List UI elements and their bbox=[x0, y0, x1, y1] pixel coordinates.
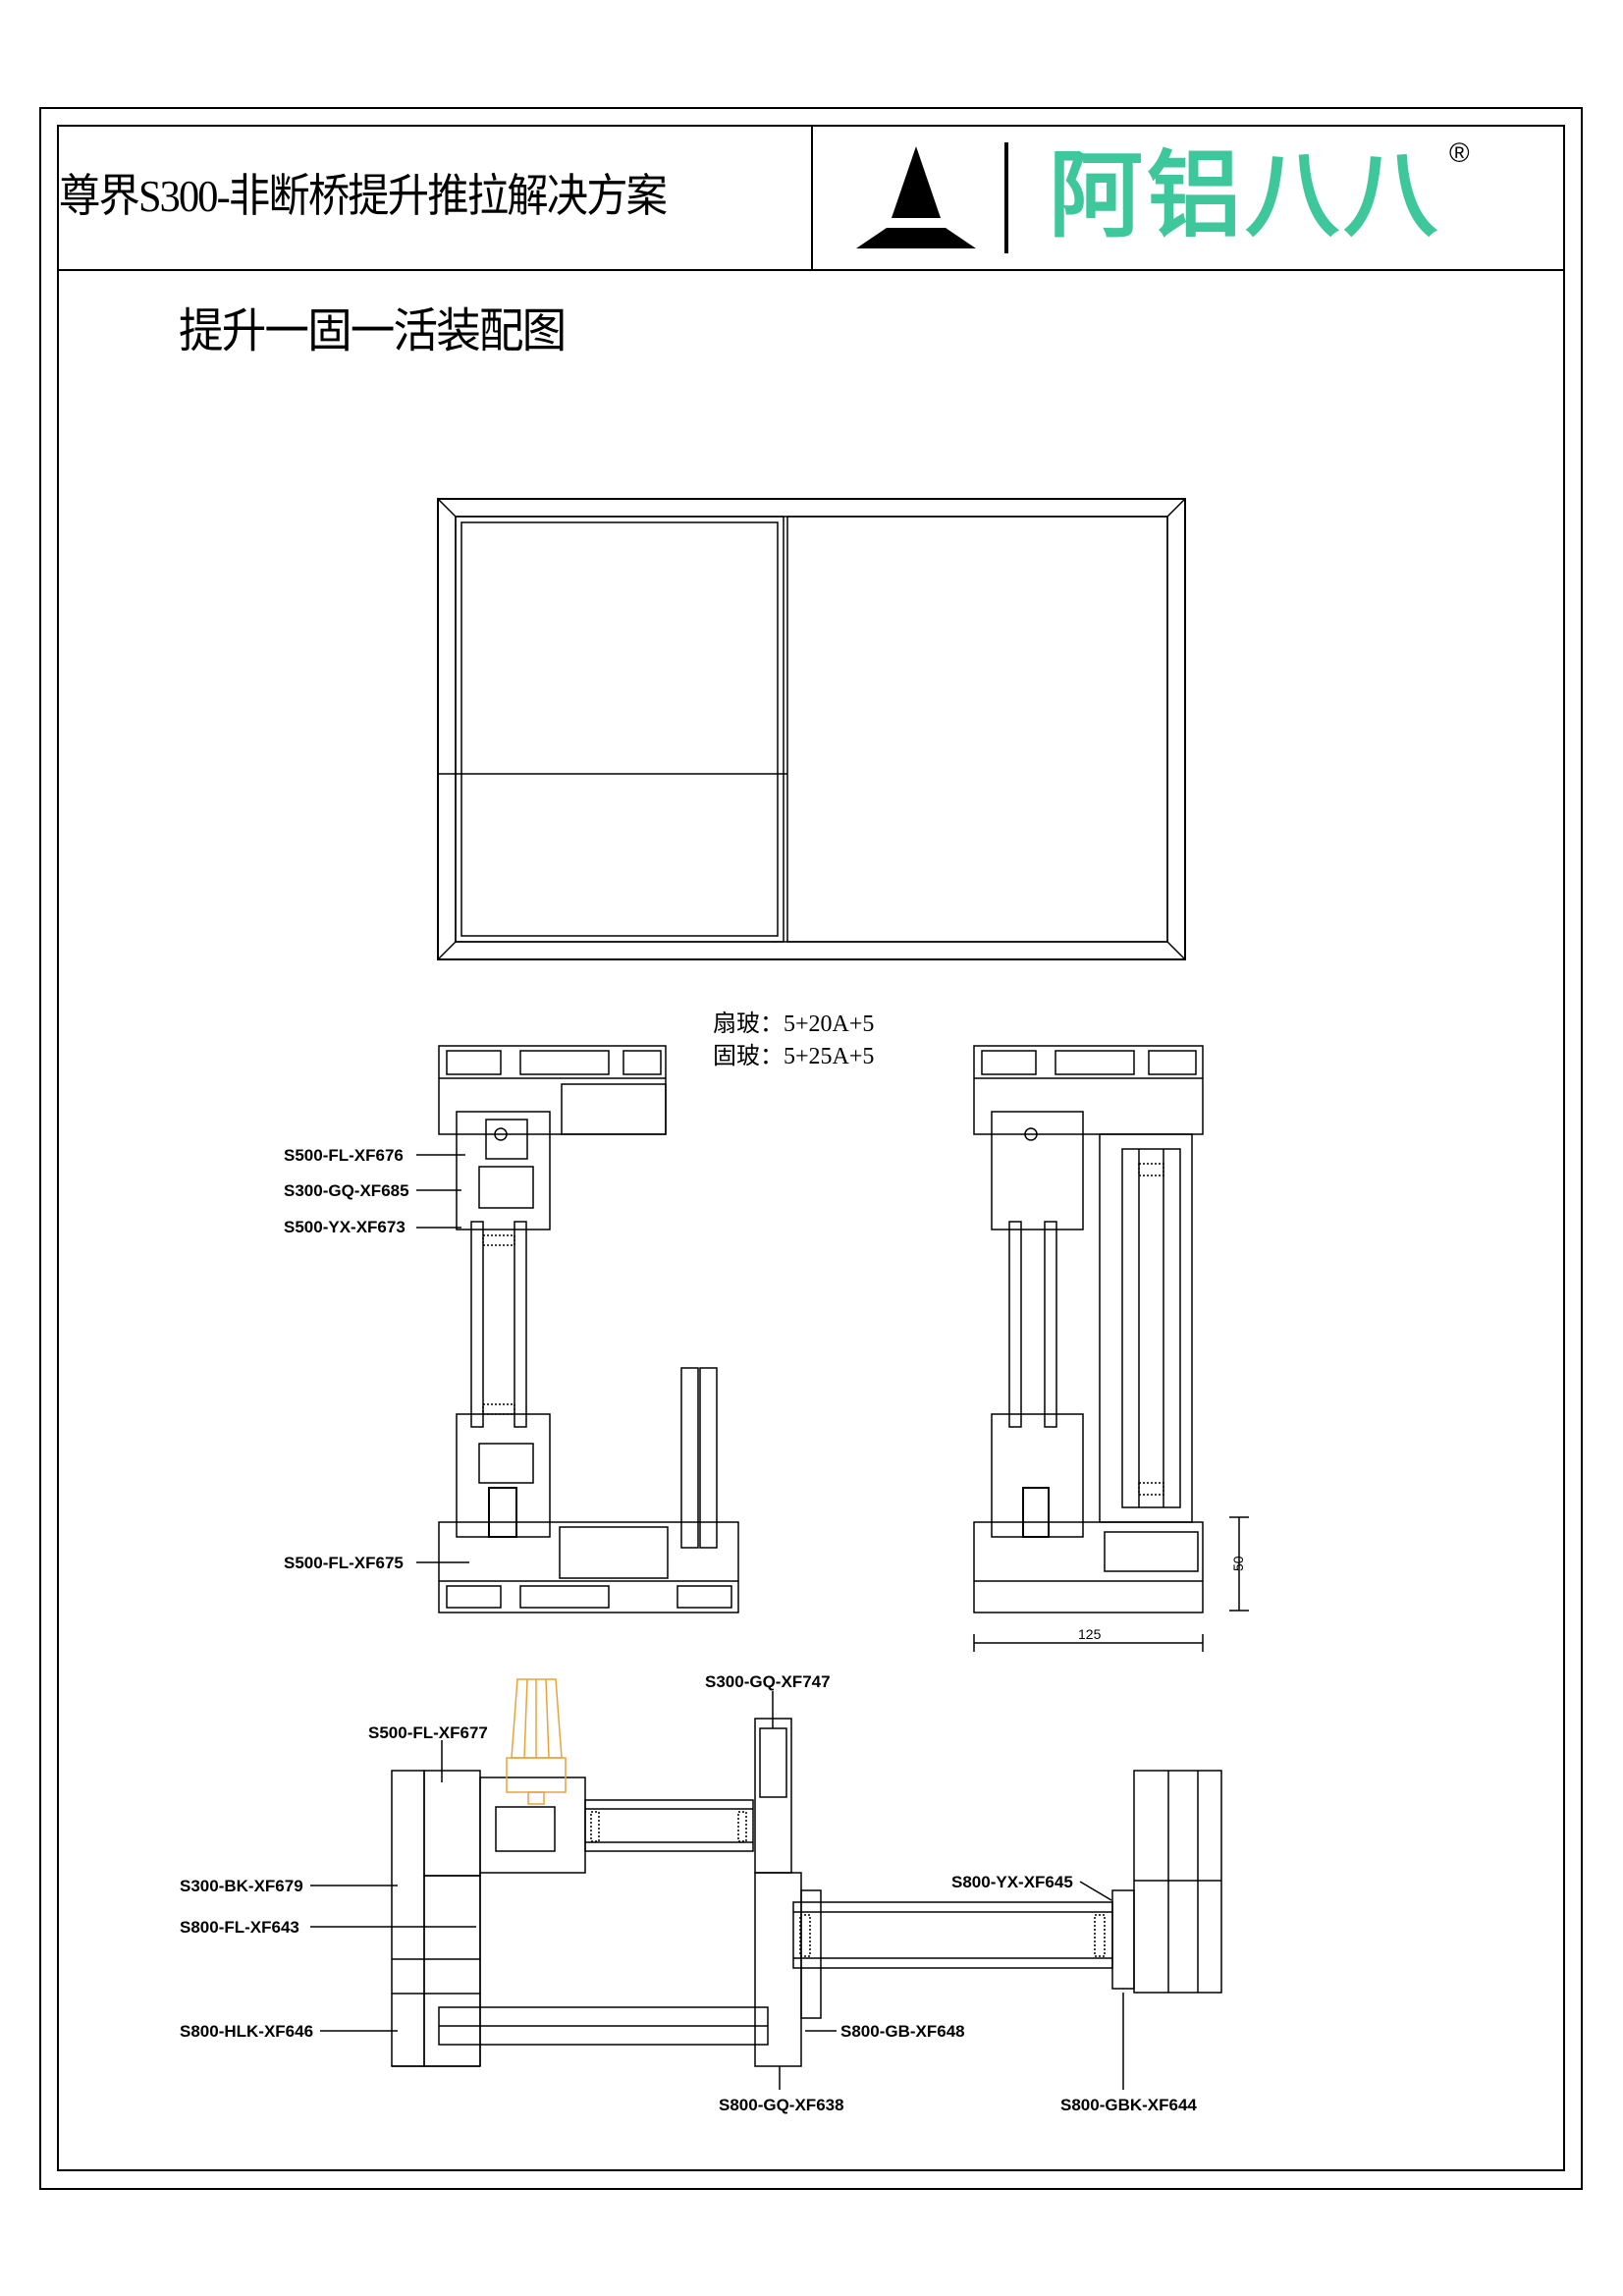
label-s800-fl-xf643: S800-FL-XF643 bbox=[180, 1918, 299, 1937]
label-s300-gq-xf747: S300-GQ-XF747 bbox=[705, 1672, 831, 1691]
right-section bbox=[973, 1045, 1204, 1613]
label-s800-gq-xf638: S800-GQ-XF638 bbox=[719, 2096, 844, 2114]
dimension-lines bbox=[973, 1516, 1249, 1652]
document-title: 尊界S300-非断桥提升推拉解决方案 bbox=[59, 171, 668, 221]
label-s500-fl-xf675: S500-FL-XF675 bbox=[284, 1554, 404, 1572]
outer-border bbox=[39, 107, 1583, 2190]
header-divider bbox=[57, 269, 1565, 271]
plan-section bbox=[391, 1718, 1222, 2067]
label-s300-bk-xf679: S300-BK-XF679 bbox=[180, 1877, 303, 1895]
label-s500-fl-xf677: S500-FL-XF677 bbox=[368, 1723, 488, 1742]
label-s300-gq-xf685: S300-GQ-XF685 bbox=[284, 1181, 409, 1200]
left-section bbox=[416, 1045, 739, 1613]
drawing-subtitle: 提升一固一活装配图 bbox=[179, 305, 567, 357]
label-s800-gbk-xf644: S800-GBK-XF644 bbox=[1060, 2096, 1197, 2114]
label-s800-gb-xf648: S800-GB-XF648 bbox=[840, 2022, 965, 2041]
plan-leaders bbox=[310, 1691, 1124, 2090]
header-vertical-divider bbox=[811, 125, 813, 270]
window-elevation bbox=[437, 498, 1186, 960]
registered-mark: ® bbox=[1449, 137, 1470, 168]
dimension-height: 50 bbox=[1230, 1556, 1246, 1571]
lifting-handle bbox=[506, 1678, 567, 1805]
label-s800-yx-xf645: S800-YX-XF645 bbox=[951, 1873, 1073, 1891]
sash-glass-spec: 扇玻：5+20A+5 bbox=[713, 1011, 875, 1037]
logo-triangle-icon bbox=[892, 146, 941, 218]
label-s500-yx-xf673: S500-YX-XF673 bbox=[284, 1218, 406, 1236]
dimension-width: 125 bbox=[1078, 1626, 1102, 1642]
label-s800-hlk-xf646: S800-HLK-XF646 bbox=[180, 2022, 313, 2041]
label-s500-fl-xf676: S500-FL-XF676 bbox=[284, 1146, 404, 1165]
logo-text: 阿铝八八 bbox=[1049, 143, 1441, 248]
logo-triangle-base-icon bbox=[856, 228, 976, 248]
fixed-glass-spec: 固玻：5+25A+5 bbox=[713, 1044, 875, 1069]
